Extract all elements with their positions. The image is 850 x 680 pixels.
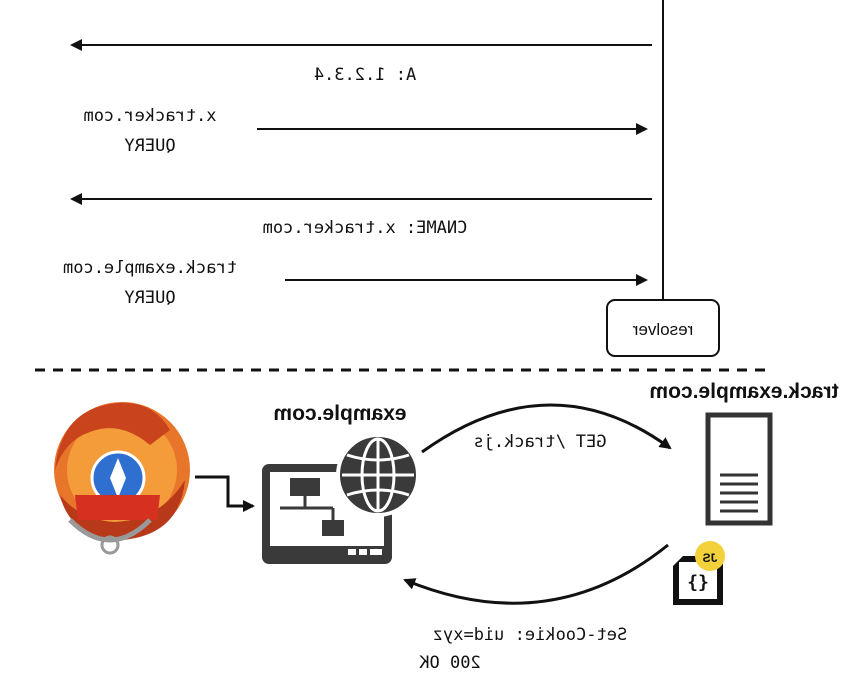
site-label: example.com xyxy=(273,402,406,425)
resolver-box xyxy=(606,299,720,357)
request-arrow xyxy=(421,403,672,454)
request-label: GET /track.js xyxy=(473,432,606,452)
script-braces: {} xyxy=(687,572,709,593)
tracker-label: track.example.com xyxy=(649,380,838,403)
response-header-label: Set-Cookie: uid=xyz xyxy=(433,625,627,645)
cname-answer: CNAME: x.tracker.com xyxy=(263,218,468,238)
browser-to-site-connector xyxy=(195,475,255,512)
query-label-1: QUERY xyxy=(124,288,175,308)
a-answer: A: 1.2.3.4 xyxy=(314,65,416,85)
query-name-1: track.example.com xyxy=(63,258,237,278)
response-arrow xyxy=(403,543,669,605)
query-name-2: x.tracker.com xyxy=(83,106,216,126)
response-status-label: 200 OK xyxy=(419,653,481,673)
document-icon xyxy=(705,412,773,526)
script-file-icon xyxy=(673,541,725,605)
browser-icon xyxy=(54,402,190,555)
resolver-label: resolver xyxy=(632,320,693,339)
globe-icon xyxy=(336,433,420,517)
js-badge: JS xyxy=(703,551,718,565)
query-label-2: QUERY xyxy=(124,136,175,156)
